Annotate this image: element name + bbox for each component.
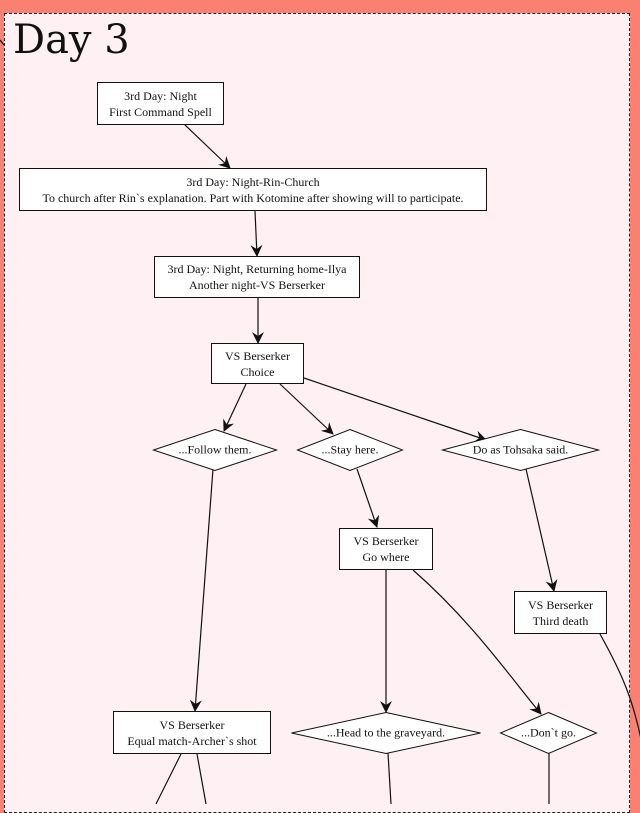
node-vs-berserker-choice[interactable]: VS Berserker Choice (211, 343, 304, 384)
node-line2: First Command Spell (109, 104, 212, 119)
edge-n6-offscreen (599, 633, 640, 738)
decision-do-as-tohsaka-said[interactable]: Do as Tohsaka said. (440, 428, 601, 472)
edge-d3-n6 (525, 468, 558, 592)
edge-n2-n3 (250, 210, 263, 257)
node-line2: To church after Rin`s explanation. Part … (42, 190, 464, 205)
decision-label: ...Head to the graveyard. (326, 725, 446, 740)
node-line1: VS Berserker (528, 597, 593, 612)
node-vs-berserker-equal-match[interactable]: VS Berserker Equal match-Archer`s shot (113, 711, 271, 754)
diamond-shape (151, 428, 279, 472)
decision-label: ...Don`t go. (521, 725, 576, 740)
day-3-cluster (4, 13, 630, 813)
node-line2: Go where (362, 550, 410, 564)
decision-label: Do as Tohsaka said. (472, 442, 569, 457)
decision-head-to-graveyard[interactable]: ...Head to the graveyard. (291, 711, 481, 755)
edge-d2-n5 (356, 468, 380, 528)
node-line1: 3rd Day: Night, Returning home-Ilya (167, 262, 347, 276)
node-line2: Another night-VS Berserker (189, 278, 325, 292)
node-line2: Third death (532, 613, 589, 628)
decision-label: ...Follow them. (178, 442, 252, 457)
node-line2: Equal match-Archer`s shot (127, 733, 257, 748)
edge-incoming-left (0, 39, 5, 46)
decision-dont-go[interactable]: ...Don`t go. (499, 711, 598, 755)
node-vs-berserker-go-where[interactable]: VS Berserker Go where (339, 528, 433, 570)
diamond-shape (291, 711, 481, 755)
diamond-shape (440, 428, 601, 472)
edge-n7-offscreen-b (196, 753, 207, 805)
edge-n4-d2 (279, 383, 334, 435)
edge-n1-n2 (183, 123, 231, 169)
node-line2: Choice (240, 364, 275, 379)
edge-n4-d1 (223, 383, 247, 432)
edge-n4-d3 (303, 377, 487, 443)
node-first-command-spell[interactable]: 3rd Day: Night First Command Spell (97, 82, 224, 125)
node-night-rin-church[interactable]: 3rd Day: Night-Rin-Church To church afte… (19, 168, 487, 211)
node-line1: 3rd Day: Night-Rin-Church (186, 174, 320, 189)
decision-follow-them[interactable]: ...Follow them. (151, 428, 279, 472)
edge-n5-d5 (412, 569, 542, 715)
decision-label: ...Stay here. (321, 442, 379, 457)
node-returning-home-ilya[interactable]: 3rd Day: Night, Returning home-Ilya Anot… (154, 256, 360, 298)
edge-n7-offscreen-a (155, 753, 182, 805)
node-line1: VS Berserker (353, 534, 419, 548)
cluster-title: Day 3 (13, 17, 130, 63)
node-line1: VS Berserker (159, 717, 225, 732)
node-line1: 3rd Day: Night (124, 88, 197, 103)
edge-d1-n7 (189, 468, 214, 712)
diamond-shape (499, 711, 598, 755)
decision-stay-here[interactable]: ...Stay here. (296, 428, 404, 472)
node-line1: VS Berserker (225, 348, 290, 363)
edge-d4-offscreen (387, 752, 392, 805)
diamond-shape (296, 428, 404, 472)
node-vs-berserker-third-death[interactable]: VS Berserker Third death (514, 591, 607, 634)
